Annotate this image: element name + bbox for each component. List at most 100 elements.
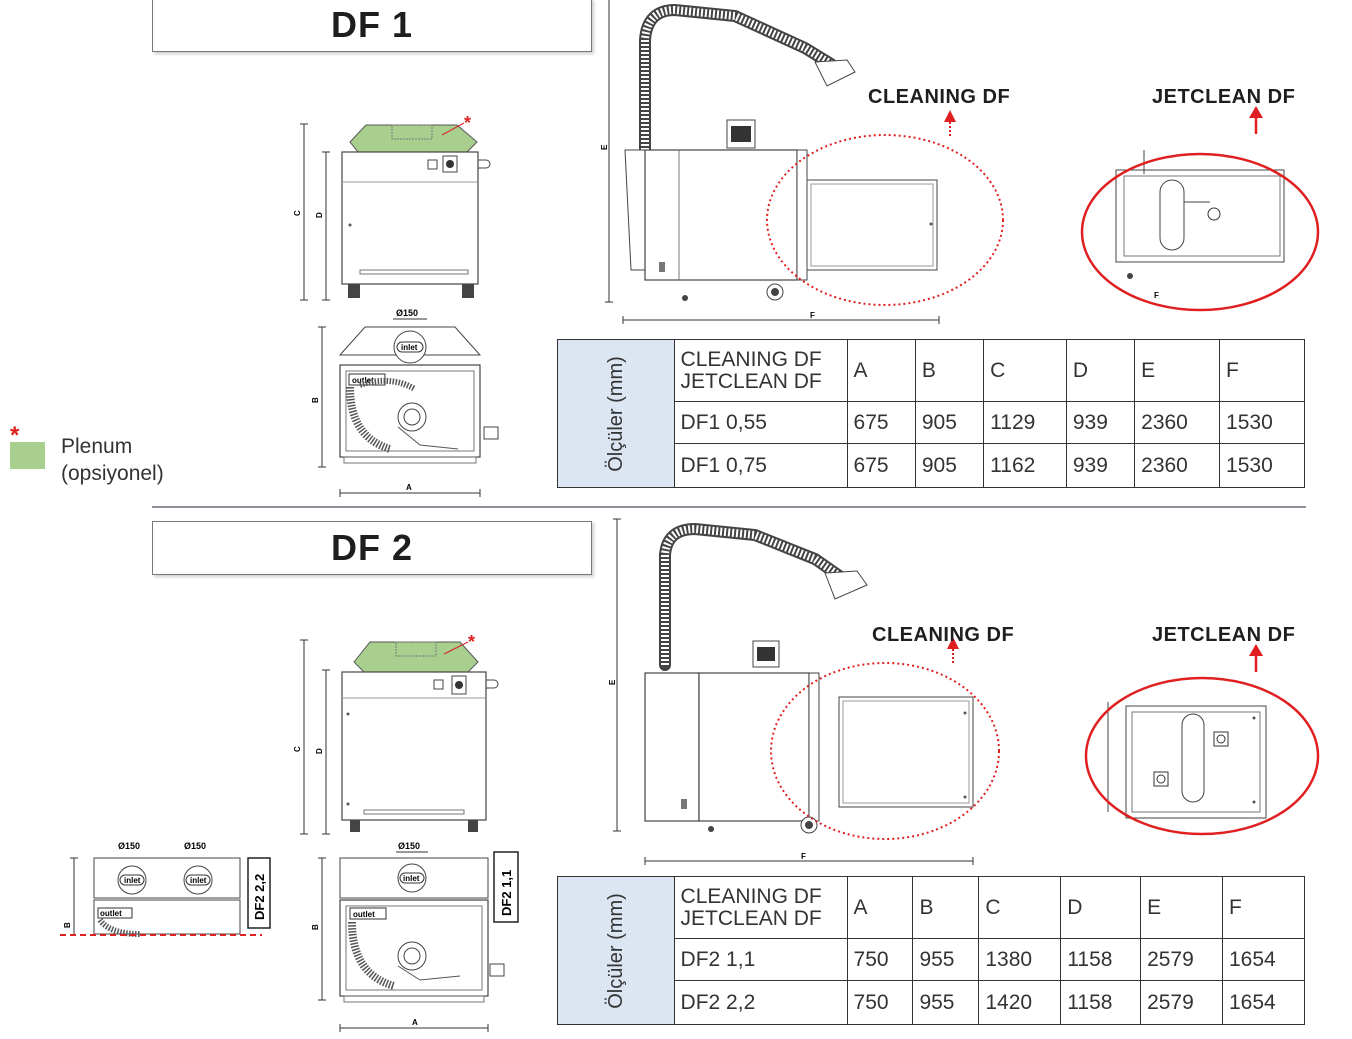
df2-22-diameter-2: Ø150 [184, 841, 206, 851]
df2-row1-b: 955 [912, 938, 980, 981]
df2-variant-22-label: DF2 2,2 [252, 874, 267, 920]
df1-front-view: C D * [293, 113, 491, 301]
df2-dim-e-label: E [608, 679, 617, 685]
df2-cleaning-label: CLEANING DF [872, 624, 1015, 646]
df2-title: DF 2 [330, 527, 413, 568]
df2-table-side-header: Ölçüler (mm) [557, 876, 675, 1025]
legend-swatch [10, 442, 45, 469]
df2-row2-f: 1654 [1222, 980, 1305, 1025]
df2-dim-f-label: F [801, 852, 806, 861]
table-row: DF2 2,2 750 955 1420 1158 2579 1654 [558, 980, 1305, 1025]
table-row: DF1 0,75 675 905 1162 939 2360 1530 [558, 443, 1305, 488]
df1-row1-e: 2360 [1134, 401, 1221, 444]
df2-22-dim-b: B [63, 922, 72, 928]
df1-table-model-header: CLEANING DF JETCLEAN DF [673, 339, 848, 402]
df1-row2-f: 1530 [1219, 443, 1305, 488]
df2-table-model-header-line2: JETCLEAN DF [680, 906, 822, 930]
df2-col-f: F [1222, 876, 1305, 939]
df1-col-e: E [1134, 339, 1221, 402]
df1-table-model-header-line1: CLEANING DF [680, 347, 822, 371]
df2-dim-a-label: A [412, 1018, 418, 1027]
df2-col-d: D [1060, 876, 1142, 939]
df1-row1-a: 675 [846, 401, 916, 444]
df1-outlet-label: outlet [352, 376, 374, 385]
table-row: DF1 0,55 675 905 1129 939 2360 1530 [558, 401, 1305, 444]
df2-inlet-label: inlet [403, 874, 420, 883]
df1-row2-a: 675 [846, 443, 916, 488]
df2-22-inlet-1: inlet [124, 876, 141, 885]
df2-front-view: C D * [293, 632, 499, 835]
df2-table-model-header-line1: CLEANING DF [680, 884, 822, 908]
df1-top-view: B Ø150 inlet outlet A [311, 308, 499, 497]
df2-row1-e: 2579 [1140, 938, 1223, 981]
df1-col-f: F [1219, 339, 1305, 402]
df1-dim-b-label: B [311, 397, 320, 403]
df2-row2-d: 1158 [1060, 980, 1142, 1025]
df2-row1-model: DF2 1,1 [673, 938, 848, 981]
df1-table-side-header: Ölçüler (mm) [557, 339, 675, 488]
df2-22-top-view: B Ø150 Ø150 inlet inlet outlet DF2 2,2 [60, 841, 271, 937]
df1-dim-a-label: A [406, 483, 412, 492]
df1-jetclean-label: JETCLEAN DF [1152, 86, 1296, 108]
df1-dim-d-label: D [315, 212, 324, 218]
legend-optional-text: (opsiyonel) [61, 462, 164, 485]
df1-dim-e-label: E [600, 144, 609, 150]
df2-row2-a: 750 [846, 980, 914, 1025]
df1-side-view: E F [600, 0, 1004, 324]
df1-row1-c: 1129 [983, 401, 1067, 444]
df1-row1-d: 939 [1065, 401, 1136, 444]
df2-side-view: E F [608, 518, 1000, 865]
df1-table-model-header-line2: JETCLEAN DF [680, 369, 822, 393]
df2-row2-e: 2579 [1140, 980, 1223, 1025]
df2-col-c: C [978, 876, 1062, 939]
df1-inlet-label: inlet [401, 343, 418, 352]
df2-row2-c: 1420 [978, 980, 1062, 1025]
df1-col-b: B [914, 339, 985, 402]
df1-col-c: C [983, 339, 1067, 402]
df2-dim-c-label: C [293, 746, 302, 752]
df1-row2-d: 939 [1065, 443, 1136, 488]
df2-22-inlet-2: inlet [190, 876, 207, 885]
df1-row2-model: DF1 0,75 [673, 443, 848, 488]
df2-jetclean-detail [1084, 644, 1320, 836]
df2-jetclean-label: JETCLEAN DF [1152, 624, 1296, 646]
df2-plenum-star: * [468, 632, 475, 652]
df2-diameter-label: Ø150 [398, 841, 420, 851]
df2-22-outlet: outlet [100, 909, 122, 918]
df2-dimensions-table: Ölçüler (mm) CLEANING DF JETCLEAN DF A B… [557, 876, 1305, 1025]
df1-col-a: A [846, 339, 916, 402]
df2-dim-d-label: D [315, 748, 324, 754]
df1-row1-f: 1530 [1219, 401, 1305, 444]
df1-dimensions-table: Ölçüler (mm) CLEANING DF JETCLEAN DF A B… [557, 339, 1305, 488]
section-divider [152, 506, 1306, 508]
legend-label: Plenum (opsiyonel) [61, 433, 164, 487]
legend-star: * [10, 422, 20, 449]
df2-row1-a: 750 [846, 938, 914, 981]
df2-variant-11-label: DF2 1,1 [499, 870, 514, 916]
df2-row1-f: 1654 [1222, 938, 1305, 981]
df1-diameter-label: Ø150 [396, 308, 418, 318]
df2-col-b: B [912, 876, 980, 939]
df1-row1-model: DF1 0,55 [673, 401, 848, 444]
df1-jetclean-detail: F [1080, 106, 1320, 312]
df2-col-a: A [846, 876, 914, 939]
df1-dim-f-label: F [810, 311, 815, 320]
df2-dim-b-label: B [311, 924, 320, 930]
df2-22-diameter-1: Ø150 [118, 841, 140, 851]
df2-table-model-header: CLEANING DF JETCLEAN DF [673, 876, 848, 939]
df1-row1-b: 905 [914, 401, 985, 444]
legend-plenum-text: Plenum [61, 435, 133, 458]
df1-jetclean-dim-f: F [1154, 291, 1159, 300]
df2-row2-b: 955 [912, 980, 980, 1025]
df2-row1-c: 1380 [978, 938, 1062, 981]
df1-row2-e: 2360 [1134, 443, 1221, 488]
df2-row2-model: DF2 2,2 [673, 980, 848, 1025]
df2-11-top-view: B Ø150 inlet outlet A DF2 1,1 [311, 841, 519, 1032]
df2-row1-d: 1158 [1060, 938, 1142, 981]
df1-row2-c: 1162 [983, 443, 1067, 488]
df1-col-d: D [1065, 339, 1136, 402]
df1-title: DF 1 [330, 4, 413, 45]
df1-plenum-star: * [464, 113, 471, 133]
df1-cleaning-label: CLEANING DF [868, 86, 1011, 108]
table-row: DF2 1,1 750 955 1380 1158 2579 1654 [558, 938, 1305, 981]
